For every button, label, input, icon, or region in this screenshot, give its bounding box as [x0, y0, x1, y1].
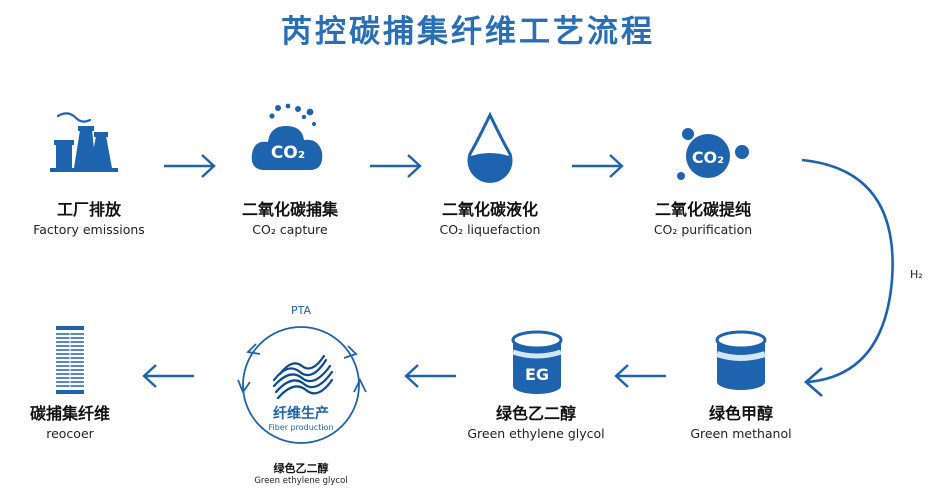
stage-methanol: 绿色甲醇 Green methanol — [641, 404, 841, 442]
co2-molecule-icon: CO₂ — [677, 128, 749, 180]
eg-tank-label: EG — [525, 365, 549, 384]
fiber-cycle-en: Fiber production — [268, 423, 333, 432]
co2-molecule-label: CO₂ — [692, 148, 724, 167]
stage-factory: 工厂排放 Factory emissions — [0, 200, 189, 238]
stage-methanol-cn: 绿色甲醇 — [708, 404, 773, 423]
stage-capture-cn: 二氧化碳捕集 — [241, 200, 338, 219]
fiber-bottom-cn: 绿色乙二醇 — [273, 462, 329, 475]
stage-carbon-fiber: 碳捕集纤维 reocoer — [0, 404, 170, 442]
arrow-right-icon — [370, 154, 422, 178]
stage-capture-en: CO₂ capture — [252, 222, 328, 237]
droplet-icon — [467, 112, 513, 183]
arrow-left-icon — [142, 364, 194, 388]
arrow-right-icon — [572, 154, 624, 178]
stage-purification: 二氧化碳提纯 CO₂ purification — [603, 200, 803, 238]
stage-ethylene-glycol-en: Green ethylene glycol — [467, 426, 605, 441]
fiber-cycle-cn: 纤维生产 — [273, 405, 329, 422]
curved-arrow-icon — [801, 158, 894, 397]
co2-cloud-label: CO₂ — [271, 143, 305, 163]
eg-tank-icon: EG — [511, 330, 563, 394]
stage-liquefaction-en: CO₂ liquefaction — [439, 222, 541, 237]
stage-methanol-en: Green methanol — [690, 426, 792, 441]
stage-purification-cn: 二氧化碳提纯 — [654, 200, 751, 219]
fiber-spool-icon — [56, 326, 84, 394]
arrow-left-icon — [404, 364, 456, 388]
stage-ethylene-glycol-cn: 绿色乙二醇 — [495, 404, 576, 423]
fiber-bottom-en: Green ethylene glycol — [254, 476, 348, 486]
stage-liquefaction-cn: 二氧化碳液化 — [441, 200, 538, 219]
factory-icon — [50, 112, 118, 172]
arrow-left-icon — [614, 364, 666, 388]
stage-carbon-fiber-en: reocoer — [46, 426, 94, 441]
page-title: 芮控碳捕集纤维工艺流程 — [281, 14, 655, 50]
stage-factory-en: Factory emissions — [33, 222, 145, 237]
arrow-right-icon — [164, 154, 216, 178]
stage-capture: 二氧化碳捕集 CO₂ capture — [190, 200, 390, 238]
stage-liquefaction: 二氧化碳液化 CO₂ liquefaction — [390, 200, 590, 238]
stage-ethylene-glycol: 绿色乙二醇 Green ethylene glycol — [436, 404, 636, 442]
fiber-cycle-icon: PTA 纤维生产 Fiber production — [237, 304, 367, 444]
stage-fiber-bottom: 绿色乙二醇 Green ethylene glycol — [201, 460, 401, 486]
stage-factory-cn: 工厂排放 — [56, 200, 121, 219]
co2-cloud-icon: CO₂ — [251, 103, 323, 170]
tank-icon — [715, 330, 767, 390]
stage-carbon-fiber-cn: 碳捕集纤维 — [29, 404, 110, 423]
fiber-cycle-top-label: PTA — [291, 304, 311, 317]
h2-label: H₂ — [910, 268, 923, 281]
stage-purification-en: CO₂ purification — [653, 222, 753, 237]
